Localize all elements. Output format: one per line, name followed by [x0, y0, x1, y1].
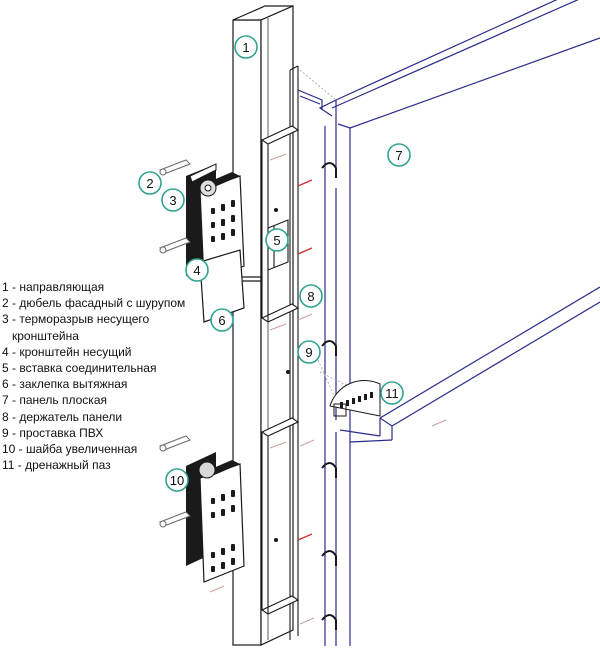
legend-item-3-label: 3 - терморазрыв несущего	[2, 312, 150, 327]
bracket-lower	[186, 452, 245, 583]
callout-2-number: 2	[146, 176, 153, 191]
legend-item-2: 2 - дюбель фасадный с шурупом	[2, 296, 186, 311]
rivet-marks	[297, 179, 313, 541]
washers	[199, 179, 217, 197]
callout-9-number: 9	[305, 345, 312, 360]
callout-10: 10	[165, 468, 189, 492]
callout-7: 7	[387, 143, 411, 167]
callout-4-number: 4	[193, 263, 200, 278]
callout-8-number: 8	[307, 289, 314, 304]
parts-legend: 1 - направляющая 2 - дюбель фасадный с ш…	[2, 279, 207, 473]
callout-11: 11	[380, 381, 404, 405]
legend-item-10: 10 - шайба увеличенная	[2, 442, 138, 457]
callouts: 1 2 3 4 5 6 7 8	[138, 35, 411, 492]
pvc-spacers	[321, 162, 337, 630]
callout-1: 1	[234, 35, 258, 59]
guide-rail	[232, 5, 294, 646]
callout-4: 4	[185, 258, 209, 282]
callout-8: 8	[299, 284, 323, 308]
legend-item-6: 6 - заклепка вытяжная	[2, 377, 128, 392]
callout-1-number: 1	[242, 40, 249, 55]
fastener-arrows	[209, 153, 447, 625]
legend-item-3-continuation: кронштейна	[12, 328, 79, 343]
panel-holders	[260, 125, 300, 615]
callout-6-number: 6	[218, 313, 225, 328]
callout-9: 9	[297, 340, 321, 364]
callout-3: 3	[161, 188, 185, 212]
callout-2: 2	[138, 171, 162, 195]
legend-item-4: 4 - кронштейн несущий	[2, 344, 132, 359]
callout-10-number: 10	[170, 473, 184, 488]
callout-6: 6	[210, 308, 234, 332]
callout-5: 5	[265, 228, 289, 252]
legend-item-11: 11 - дренажный паз	[2, 458, 111, 473]
legend-item-1: 1 - направляющая	[2, 280, 105, 294]
legend-item-3: 3 - терморазрыв несущего кронштейна	[2, 311, 207, 343]
bracket-lower-slots	[211, 490, 235, 572]
callout-5-number: 5	[273, 233, 280, 248]
dowels	[159, 159, 191, 528]
legend-item-9: 9 - проставка ПВХ	[2, 425, 104, 440]
flat-panel	[297, 0, 600, 646]
legend-item-8: 8 - держатель панели	[2, 409, 123, 424]
callout-3-number: 3	[169, 193, 176, 208]
legend-item-7: 7 - панель плоская	[2, 393, 107, 408]
drainage-slot-detail	[329, 380, 381, 417]
callout-11-number: 11	[385, 386, 399, 401]
legend-item-5: 5 - вставка соединительная	[2, 361, 157, 376]
callout-7-number: 7	[395, 148, 402, 163]
